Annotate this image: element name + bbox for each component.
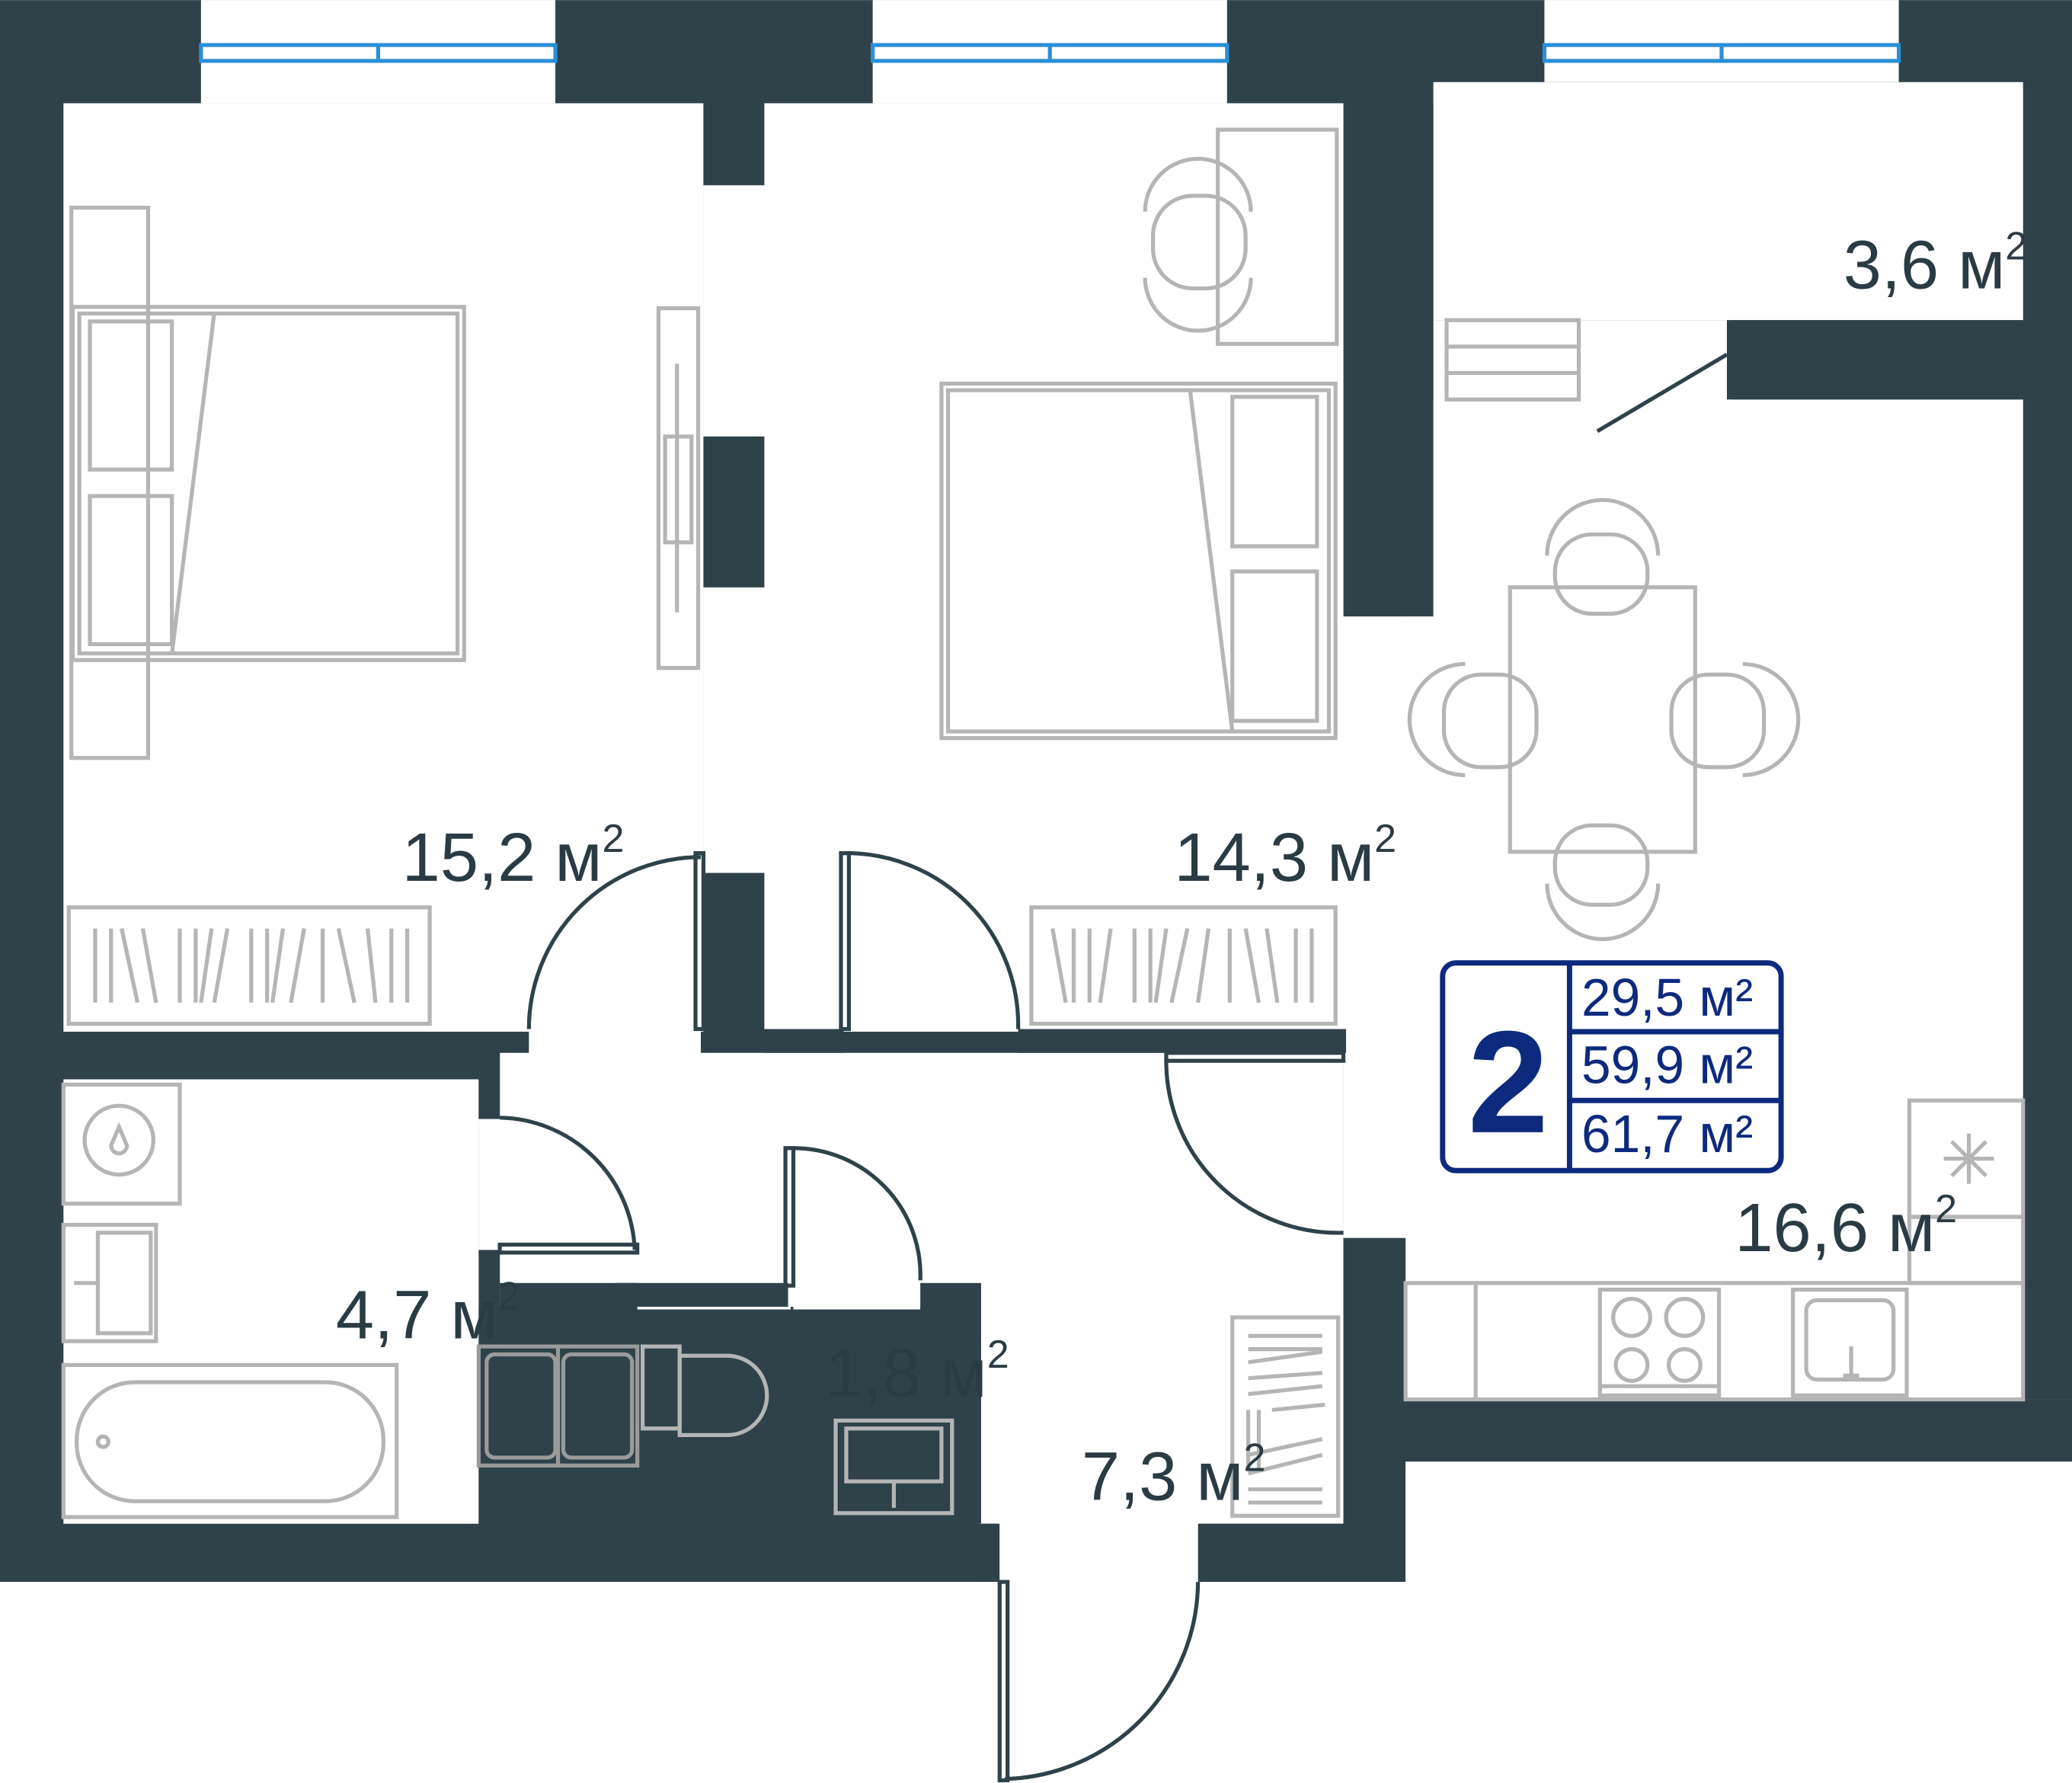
bathroom-furniture [61,1082,640,1519]
bedroom-2-area: 14,3 м2 [1174,817,1396,896]
doors [497,353,1728,1783]
hallway-area: 7,3 м2 [1082,1436,1266,1515]
windows [199,0,1901,104]
toilet-area: 1,8 м2 [825,1333,1009,1412]
bedroom-2-furniture [939,127,1339,1026]
kitchen-furniture [1403,318,2026,1402]
bathroom-area: 4,7 м2 [336,1275,520,1354]
apartment-info-badge: 2 29,5 м² 59,9 м² 61,7 м² [1440,960,1784,1173]
room-labels: 15,2 м2 14,3 м2 3,6 м2 16,6 м2 4,7 м2 1,… [336,224,2027,1515]
chair-bottom [1545,823,1661,942]
chair-top [1545,498,1661,616]
total-area-with-balcony: 61,7 м² [1581,1104,1753,1164]
bedroom-1-area: 15,2 м2 [402,817,625,896]
living-area: 29,5 м² [1581,968,1753,1027]
storage-area: 3,6 м2 [1843,224,2028,303]
chair-left [1407,661,1539,777]
chair-right [1669,661,1801,777]
toilet-furniture [640,1344,954,1516]
total-area: 59,9 м² [1581,1036,1753,1095]
hallway-furniture [1230,1315,1341,1518]
kitchen-living-area: 16,6 м2 [1735,1187,1957,1266]
rooms-count: 2 [1468,1001,1549,1164]
bedroom-1-furniture [66,205,701,1026]
